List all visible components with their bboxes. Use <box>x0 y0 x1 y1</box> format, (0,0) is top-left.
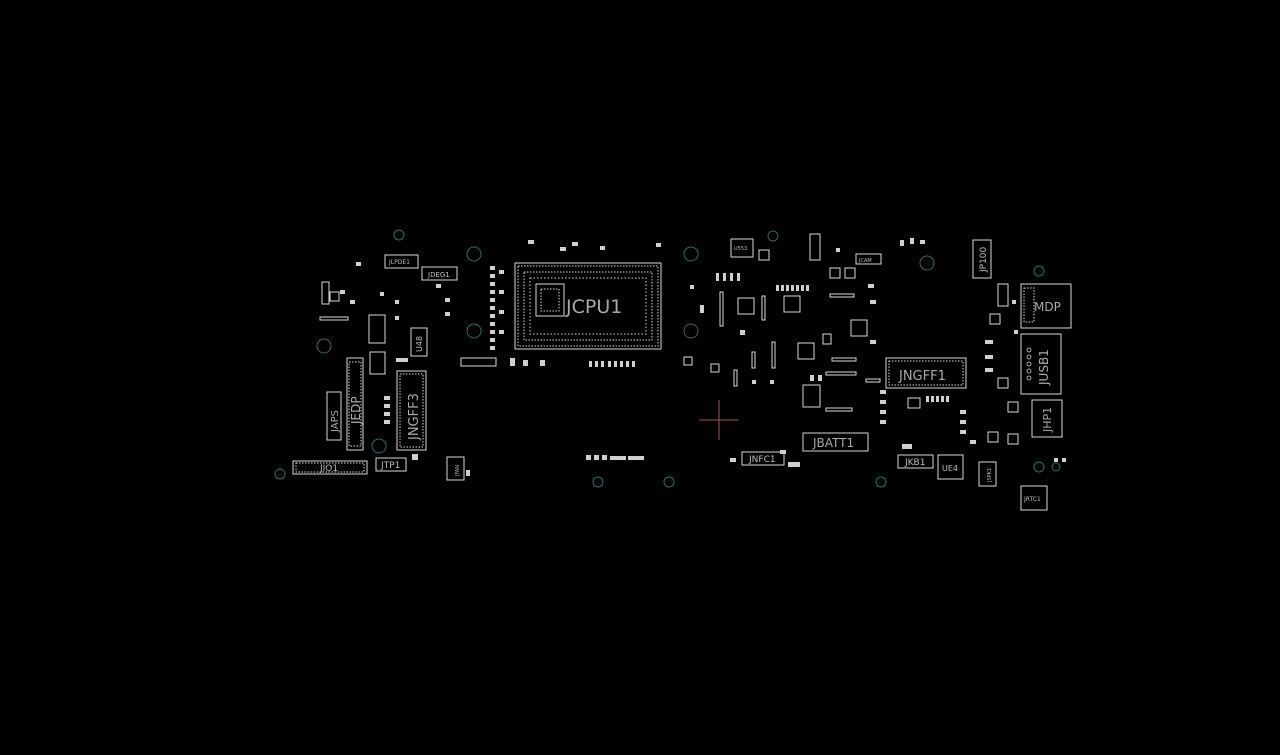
jtp1-connector[interactable]: JTP1 <box>375 457 407 472</box>
jngff1-connector[interactable]: JNGFF1 <box>885 357 967 389</box>
jnfc1-connector[interactable]: JNFC1 <box>741 451 785 466</box>
jusb1-label: JUSB1 <box>1037 349 1051 386</box>
jcam-label: JCAM <box>858 258 872 264</box>
mdp-connector[interactable]: MDP <box>1020 283 1072 329</box>
jhp1-connector[interactable]: JHP1 <box>1031 399 1063 438</box>
jrtc1-connector[interactable]: JRTC1 <box>1020 485 1048 511</box>
jp100-connector[interactable]: JP100 <box>972 239 992 279</box>
small-parts <box>319 233 1019 445</box>
jnfc1-label: JNFC1 <box>748 455 776 465</box>
jngff3-connector[interactable]: JNGFF3 <box>396 370 427 451</box>
jbatt1-label: JBATT1 <box>812 436 854 450</box>
pad-rows <box>340 238 1066 476</box>
jngff3-label: JNGFF3 <box>407 393 422 441</box>
jrtc1-label: JRTC1 <box>1023 496 1041 503</box>
jngff1-label: JNGFF1 <box>898 369 946 384</box>
cpu-footprint[interactable]: JCPU1 <box>514 262 662 350</box>
u48-chip[interactable]: U48 <box>410 327 428 357</box>
jhp1-label: JHP1 <box>1041 407 1054 433</box>
jtp1-label: JTP1 <box>380 461 400 471</box>
cpu-label: JCPU1 <box>565 296 622 318</box>
jedp-connector[interactable]: JEDP <box>346 357 364 451</box>
jio1-label: JIO1 <box>319 464 338 474</box>
jlpde1-label: JLPDE1 <box>388 259 410 266</box>
jlpde1-connector[interactable]: JLPDE1 <box>384 254 419 269</box>
ue4-label: UE4 <box>942 464 958 473</box>
jdeg1-connector[interactable]: JDEG1 <box>421 266 458 281</box>
jfan-connector[interactable]: JFAN <box>446 456 465 481</box>
jdeg1-label: JDEG1 <box>427 271 450 279</box>
jp100-label: JP100 <box>979 246 989 273</box>
jfan-label: JFAN <box>455 465 461 477</box>
mounting-holes <box>274 229 1061 488</box>
u48-label: U48 <box>415 336 424 352</box>
jedp-label: JEDP <box>349 396 363 425</box>
u553-chip[interactable]: U553 <box>730 238 754 258</box>
jkb1-connector[interactable]: JKB1 <box>897 454 934 469</box>
jspk1-connector[interactable]: JSPK1 <box>978 461 997 487</box>
mdp-label: MDP <box>1034 300 1061 314</box>
jkb1-label: JKB1 <box>904 458 925 468</box>
u553-label: U553 <box>734 246 747 252</box>
jusb1-connector[interactable]: JUSB1 <box>1020 333 1062 395</box>
japs-connector[interactable]: JAPS <box>326 391 342 441</box>
jspk1-label: JSPK1 <box>987 468 993 483</box>
jcam-connector[interactable]: JCAM <box>855 253 882 265</box>
jio1-connector[interactable]: JIO1 <box>292 460 368 475</box>
ue4-chip[interactable]: UE4 <box>937 454 964 480</box>
jbatt1-connector[interactable]: JBATT1 <box>802 432 869 452</box>
cursor-crosshair <box>699 400 739 440</box>
japs-label: JAPS <box>330 410 341 433</box>
